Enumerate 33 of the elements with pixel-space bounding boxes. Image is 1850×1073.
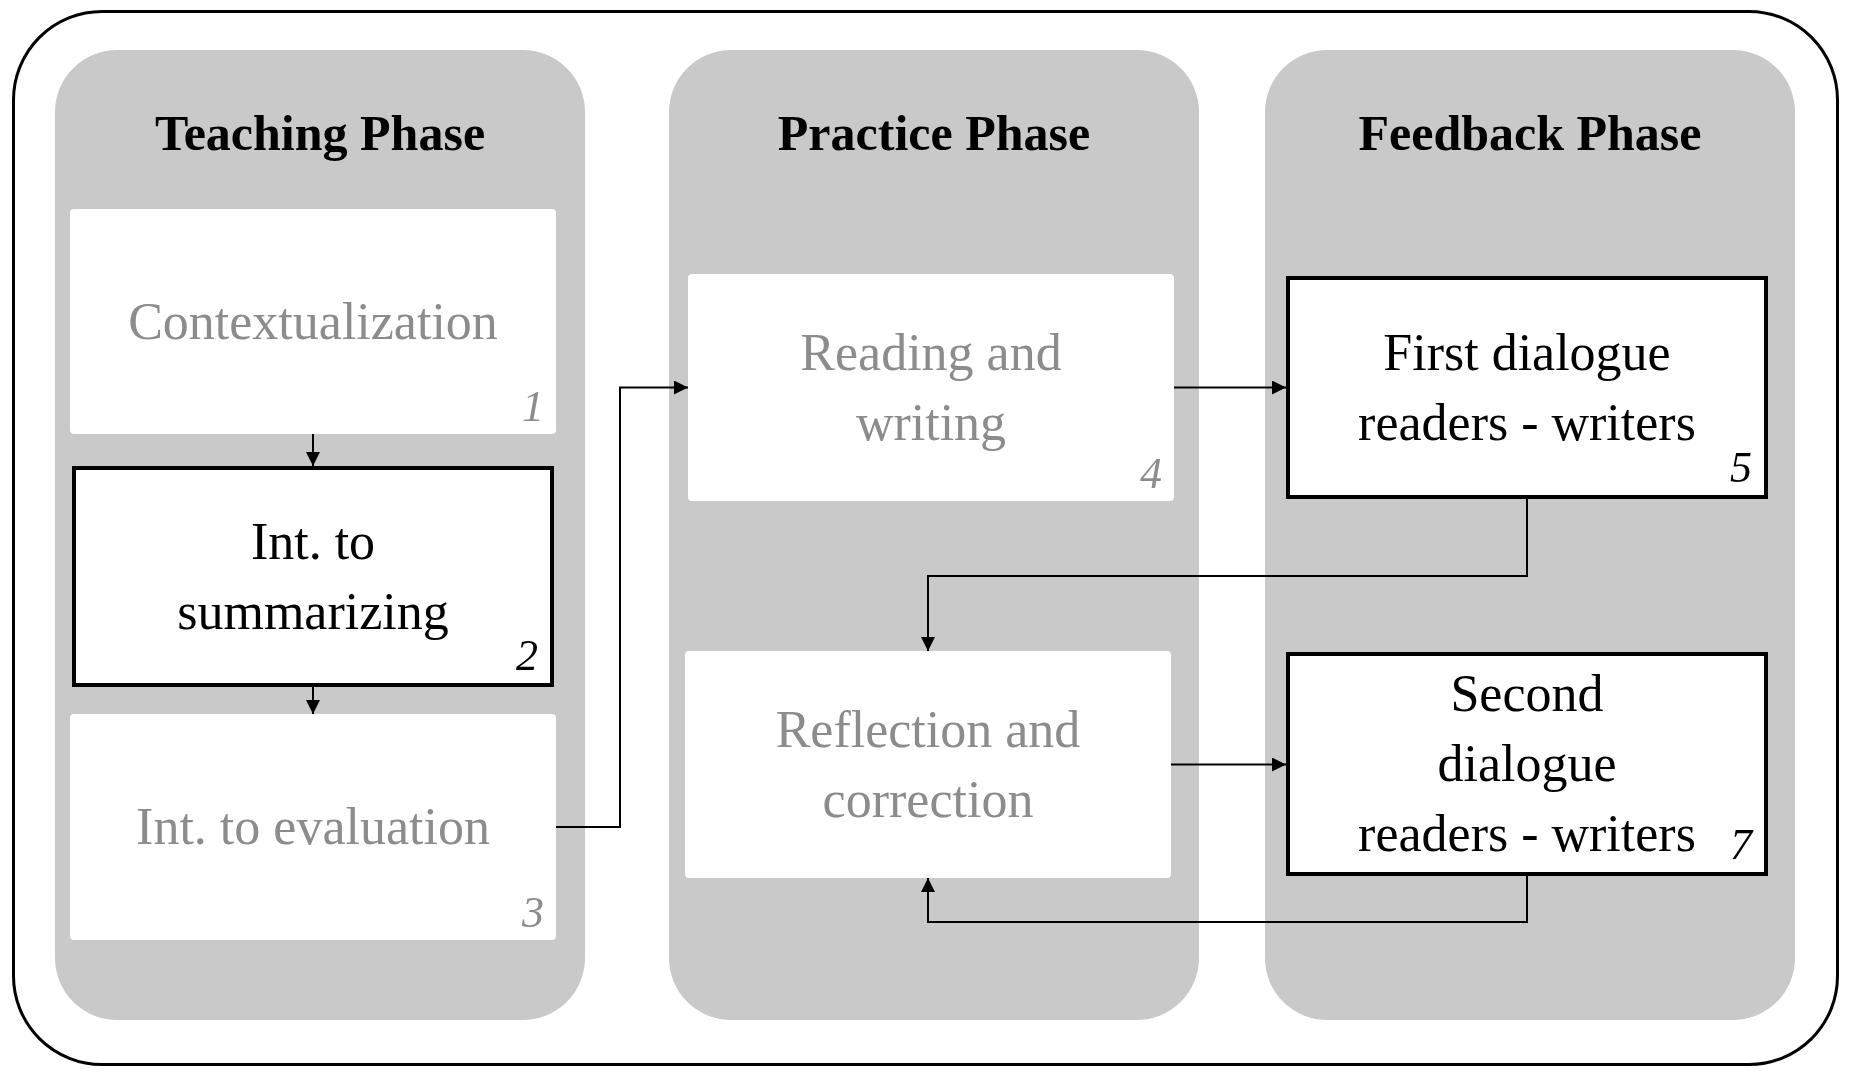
step-label: Reading and writing bbox=[799, 322, 1063, 453]
phase-panel bbox=[55, 50, 585, 1020]
arrow bbox=[306, 686, 320, 715]
arrow bbox=[921, 498, 1528, 652]
step-number: 4 bbox=[1140, 448, 1162, 499]
step-label: Second dialogue readers - writers bbox=[1357, 664, 1697, 864]
phase-panel bbox=[1265, 50, 1795, 1020]
step-number: 5 bbox=[1730, 442, 1752, 493]
arrow bbox=[555, 380, 689, 828]
step-box bbox=[688, 274, 1174, 501]
step-box bbox=[70, 714, 556, 940]
step-number: 2 bbox=[516, 630, 538, 681]
step-box bbox=[685, 651, 1171, 878]
phase-title: Practice Phase bbox=[776, 104, 1092, 162]
step-box bbox=[1286, 276, 1768, 499]
step-box bbox=[72, 466, 554, 687]
arrow bbox=[921, 875, 1528, 923]
phase-panel bbox=[669, 50, 1199, 1020]
step-number: 1 bbox=[522, 381, 544, 432]
step-label: First dialogue readers - writers bbox=[1357, 322, 1697, 453]
step-label: Reflection and correction bbox=[774, 699, 1082, 830]
step-box bbox=[70, 209, 556, 434]
step-label: Contextualization bbox=[127, 291, 499, 352]
arrow bbox=[306, 433, 320, 467]
step-number: 7 bbox=[1730, 819, 1752, 870]
step-label: Int. to evaluation bbox=[135, 797, 491, 857]
phase-title: Teaching Phase bbox=[153, 104, 487, 162]
arrow bbox=[1173, 380, 1287, 395]
phase-title: Feedback Phase bbox=[1357, 104, 1703, 162]
step-box bbox=[1286, 652, 1768, 876]
step-number: 3 bbox=[522, 887, 544, 938]
arrow bbox=[1170, 757, 1287, 772]
step-label: Int. to summarizing bbox=[176, 511, 450, 642]
